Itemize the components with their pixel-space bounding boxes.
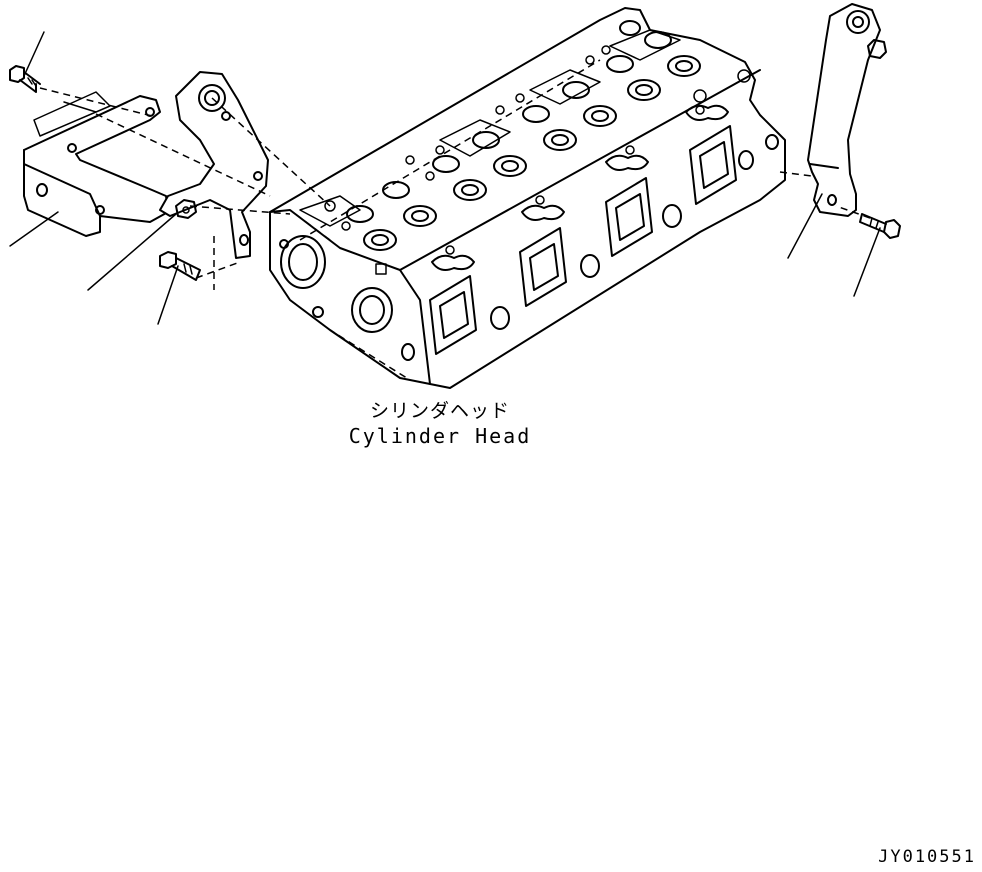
cylinder-head [269, 7, 786, 389]
deck-holes [324, 45, 751, 255]
assembly-lines [39, 87, 871, 290]
left-bracket-lower [23, 91, 169, 237]
rocker-bosses [431, 104, 729, 271]
part-label-english: Cylinder Head [348, 424, 532, 448]
valve-ports [346, 20, 701, 251]
leader-lines [9, 31, 881, 325]
bolt-left-lower [159, 251, 201, 281]
left-bracket-upper [159, 71, 269, 259]
part-label-japanese: シリンダヘッド [369, 400, 510, 422]
right-lifting-bracket [807, 3, 887, 217]
bolt-top-left [9, 65, 41, 93]
figure-number: JY010551 [878, 847, 976, 867]
bolt-right [859, 213, 901, 239]
